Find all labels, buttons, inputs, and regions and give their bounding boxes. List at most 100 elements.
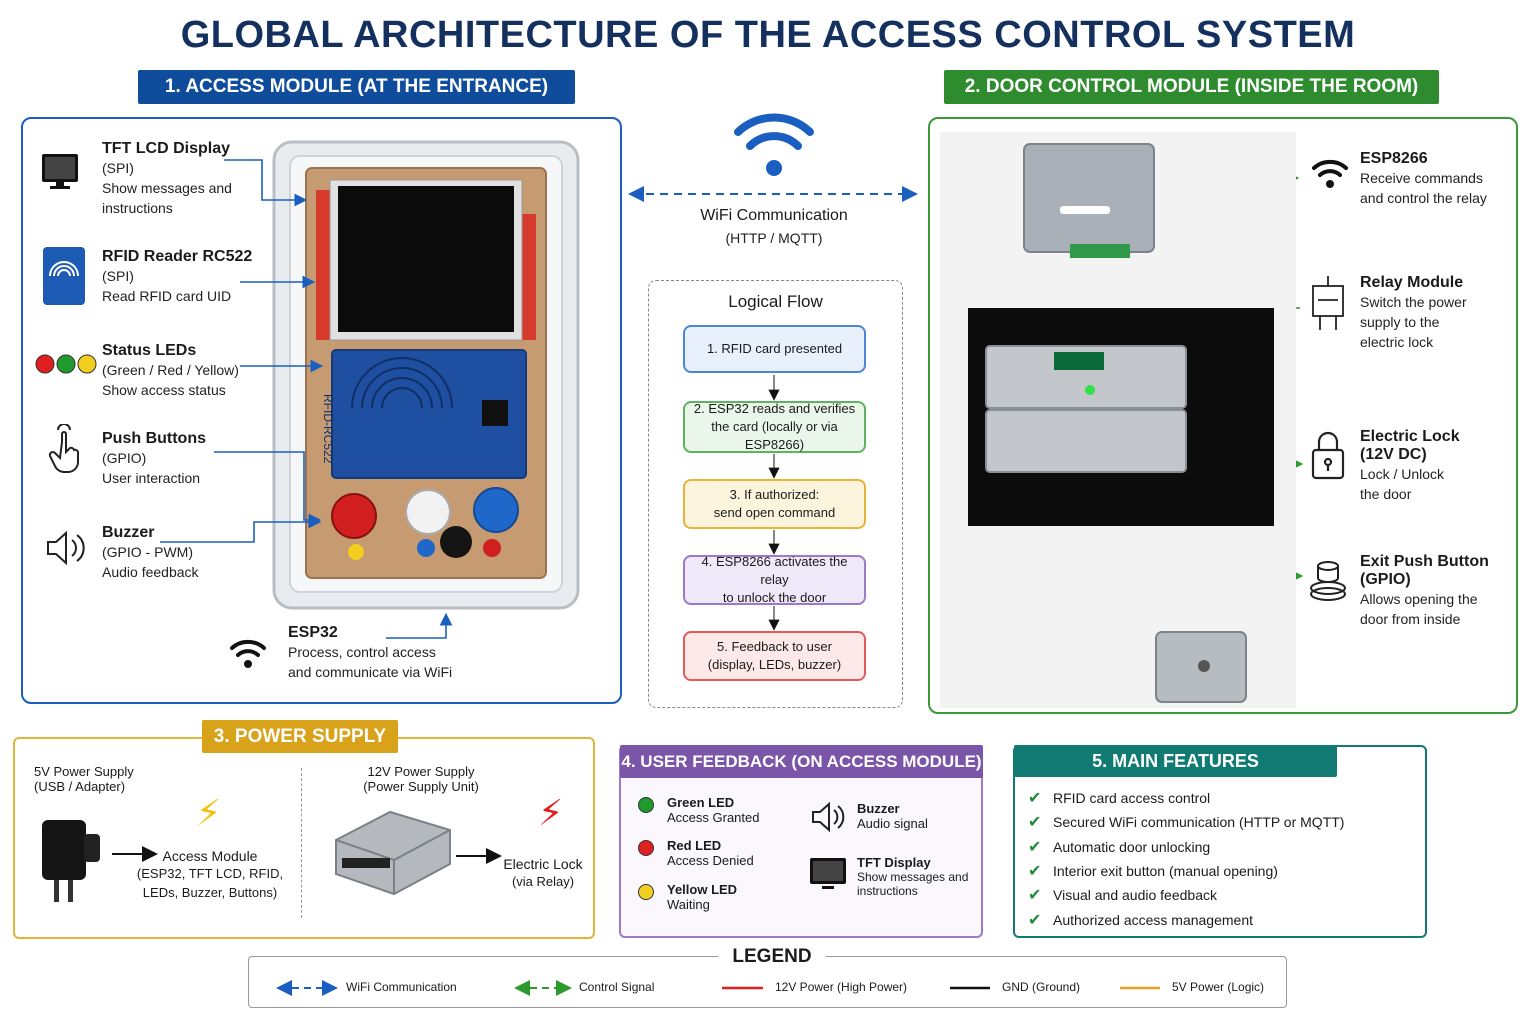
monitor-icon	[810, 858, 846, 889]
flow-step-3: 3. If authorized: send open command	[683, 479, 866, 529]
logical-flow-title: Logical Flow	[728, 292, 823, 311]
flow-step-text: (display, LEDs, buzzer)	[707, 657, 842, 672]
flow-step-5: 5. Feedback to user (display, LEDs, buzze…	[683, 631, 866, 681]
component-description: Receive commands	[1360, 170, 1483, 186]
green-led-icon	[638, 797, 654, 813]
checkmark-icon: ✔	[1028, 911, 1042, 929]
wifi-icon	[230, 639, 266, 668]
power-source-title: 5V Power Supply	[34, 764, 134, 779]
monitor-icon	[42, 154, 78, 189]
checkmark-icon: ✔	[1028, 863, 1042, 881]
flow-step-text: the card (locally or via ESP8266)	[711, 419, 838, 452]
component-description: electric lock	[1360, 334, 1434, 350]
checkmark-icon: ✔	[1028, 838, 1042, 856]
access-module-frame	[21, 117, 622, 704]
feedback-buzzer-desc: Audio signal	[857, 816, 928, 831]
legend-title: LEGEND	[718, 946, 826, 968]
feature-item: ✔RFID card access control	[1028, 790, 1211, 808]
power-source-sub: (USB / Adapter)	[34, 779, 126, 794]
component-name: Electric Lock	[1360, 428, 1460, 445]
legend-label: Control Signal	[579, 980, 655, 994]
flow-step-text: 3. If authorized:	[729, 487, 820, 502]
legend-label: 12V Power (High Power)	[775, 980, 908, 994]
buzzer-component	[440, 526, 472, 558]
component-name: TFT LCD Display	[102, 140, 231, 157]
esp32-description: Process, control access	[288, 644, 436, 660]
yellow-led-icon	[638, 884, 654, 900]
feature-item: ✔Automatic door unlocking	[1028, 838, 1211, 856]
esp32-description: and communicate via WiFi	[288, 664, 453, 680]
led-name: Yellow LED	[667, 882, 738, 897]
red-led-icon	[638, 840, 654, 856]
component-description: instructions	[102, 200, 173, 216]
lightning-icon: ⚡	[196, 792, 222, 833]
feature-item: ✔Visual and audio feedback	[1028, 887, 1217, 905]
component-description: Switch the power	[1360, 294, 1467, 310]
features-list: ✔RFID card access control ✔Secured WiFi …	[1028, 786, 1418, 932]
led-name: Green LED	[667, 795, 735, 810]
component-name: RFID Reader RC522	[102, 248, 253, 265]
door-module-frame	[928, 117, 1518, 714]
power-supply-unit-icon	[335, 810, 451, 896]
component-description: Audio feedback	[102, 564, 199, 580]
flow-step-text: 4. ESP8266 activates the relay	[701, 554, 848, 587]
component-name: Exit Push Button	[1360, 553, 1489, 570]
component-description: the door	[1360, 486, 1412, 502]
access-module-device: RFID-RC522	[272, 140, 580, 610]
led-desc: Waiting	[667, 897, 710, 912]
power-source-sub: (Power Supply Unit)	[363, 779, 479, 794]
flow-step-text: send open command	[713, 505, 836, 520]
component-name: (12V DC)	[1360, 446, 1427, 463]
flow-step-4: 4. ESP8266 activates the relay to unlock …	[683, 554, 866, 605]
rfid-board-label: RFID-RC522	[321, 394, 335, 464]
component-description: Read RFID card UID	[102, 288, 232, 304]
component-description: Allows opening the	[1360, 591, 1478, 607]
power-target-desc: (ESP32, TFT LCD, RFID,	[136, 866, 284, 881]
wifi-icon	[1312, 159, 1348, 188]
power-divider	[301, 768, 302, 918]
legend-label: 5V Power (Logic)	[1172, 980, 1265, 994]
exit-button-icon	[1310, 561, 1346, 601]
speaker-icon	[812, 801, 845, 833]
flow-step-text: 5. Feedback to user	[717, 639, 832, 654]
component-name: Push Buttons	[102, 430, 206, 447]
component-name: Buzzer	[102, 524, 155, 541]
component-description: User interaction	[102, 470, 201, 486]
legend-label: WiFi Communication	[346, 980, 457, 994]
padlock-icon	[1311, 431, 1345, 480]
relay-module	[985, 345, 1187, 409]
flow-step-1: 1. RFID card presented	[683, 325, 866, 373]
power-target-desc: LEDs, Buzzer, Buttons)	[142, 885, 278, 900]
component-name: Relay Module	[1360, 274, 1464, 291]
lightning-icon: ⚡	[538, 792, 564, 833]
flow-step-text: 1. RFID card presented	[706, 341, 843, 356]
component-interface: (SPI)	[102, 160, 134, 176]
led-desc: Access Granted	[667, 810, 760, 825]
component-description: Lock / Unlock	[1360, 466, 1445, 482]
component-name: Status LEDs	[102, 342, 197, 359]
logical-flow-frame	[648, 280, 903, 708]
usb-adapter-icon	[42, 820, 100, 902]
wifi-icon	[734, 113, 814, 176]
status-leds-icon	[35, 354, 97, 374]
white-push-button	[405, 489, 451, 535]
relay-icon	[1312, 276, 1344, 330]
component-description: supply to the	[1360, 314, 1440, 330]
blue-push-button	[473, 487, 519, 533]
component-interface: (Green / Red / Yellow)	[102, 362, 239, 378]
component-name: (GPIO)	[1360, 571, 1411, 588]
component-interface: (GPIO - PWM)	[102, 544, 193, 560]
led-name: Red LED	[667, 838, 722, 853]
flow-step-text: to unlock the door	[722, 590, 827, 605]
red-push-button	[331, 493, 377, 539]
power-target-desc: (via Relay)	[511, 874, 575, 889]
power-supply-header: 3. POWER SUPPLY	[202, 720, 398, 753]
component-description: and control the relay	[1360, 190, 1487, 206]
checkmark-icon: ✔	[1028, 814, 1042, 832]
features-header: 5. MAIN FEATURES	[1014, 745, 1337, 777]
feature-item: ✔Authorized access management	[1028, 911, 1253, 929]
access-module-header: 1. ACCESS MODULE (AT THE ENTRANCE)	[138, 70, 575, 104]
wifi-protocol: (HTTP / MQTT)	[725, 230, 823, 246]
feedback-buzzer-name: Buzzer	[857, 801, 900, 816]
component-description: Show access status	[102, 382, 226, 398]
